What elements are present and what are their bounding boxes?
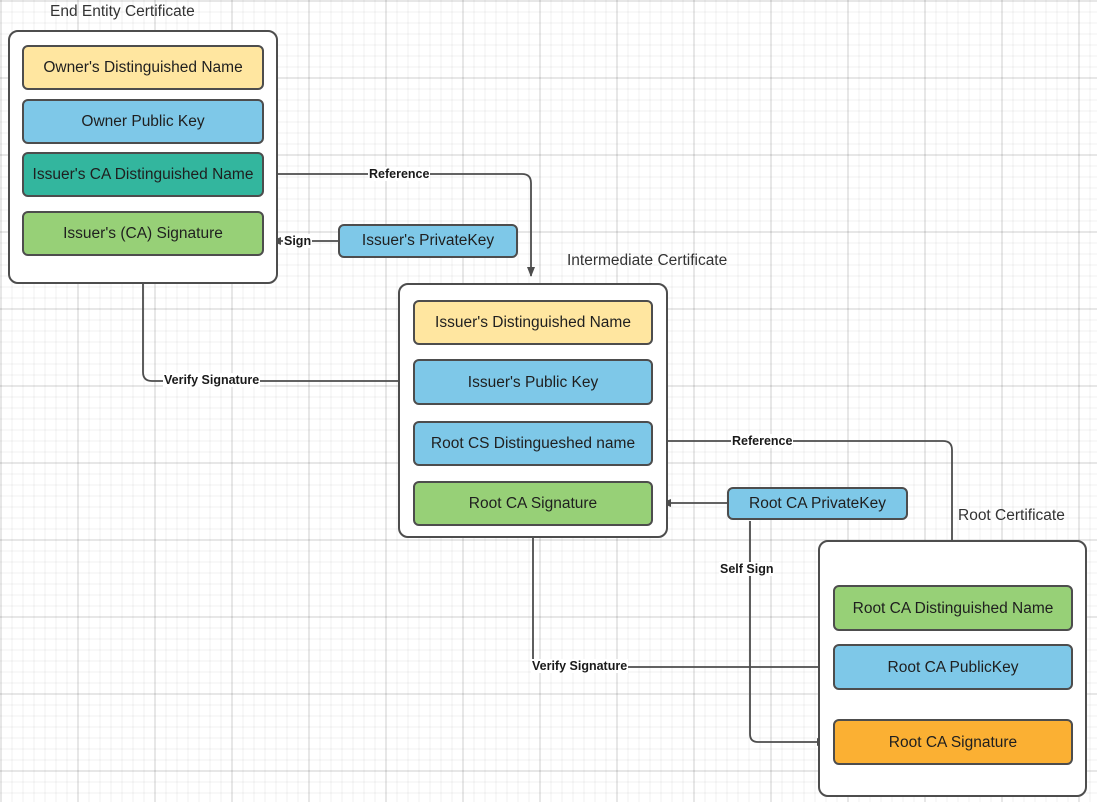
root-certificate-title: Root Certificate — [958, 507, 1065, 524]
field-issuers-ca-distinguished-name[interactable]: Issuer's CA Distinguished Name — [22, 152, 264, 197]
edge-label-reference-bottom: Reference — [731, 434, 794, 448]
edge-label-verify-signature-bottom: Verify Signature — [531, 659, 629, 673]
edge-label-verify-signature-top: Verify Signature — [163, 373, 261, 387]
edge-label-reference-top: Reference — [368, 167, 431, 181]
field-root-ca-signature-root[interactable]: Root CA Signature — [833, 719, 1073, 765]
field-root-ca-distinguished-name[interactable]: Root CA Distinguished Name — [833, 585, 1073, 631]
field-issuers-public-key[interactable]: Issuer's Public Key — [413, 359, 653, 405]
field-root-ca-publickey[interactable]: Root CA PublicKey — [833, 644, 1073, 690]
edge-label-sign: Sign — [283, 234, 313, 248]
field-owners-distinguished-name[interactable]: Owner's Distinguished Name — [22, 45, 264, 90]
edge-self-sign — [749, 521, 827, 746]
intermediate-certificate-title: Intermediate Certificate — [567, 252, 728, 269]
edge-label-self-sign: Self Sign — [719, 562, 775, 576]
field-root-ca-signature-intermediate[interactable]: Root CA Signature — [413, 481, 653, 526]
root-ca-privatekey-box[interactable]: Root CA PrivateKey — [727, 487, 908, 520]
field-issuers-ca-signature[interactable]: Issuer's (CA) Signature — [22, 211, 264, 256]
issuers-privatekey-box[interactable]: Issuer's PrivateKey — [338, 224, 518, 258]
end-entity-certificate-title: End Entity Certificate — [50, 3, 195, 20]
field-issuers-distinguished-name[interactable]: Issuer's Distinguished Name — [413, 300, 653, 345]
field-root-cs-distingueshed-name[interactable]: Root CS Distingueshed name — [413, 421, 653, 466]
edge-verify-signature-bottom — [529, 528, 833, 668]
field-owner-public-key[interactable]: Owner Public Key — [22, 99, 264, 144]
